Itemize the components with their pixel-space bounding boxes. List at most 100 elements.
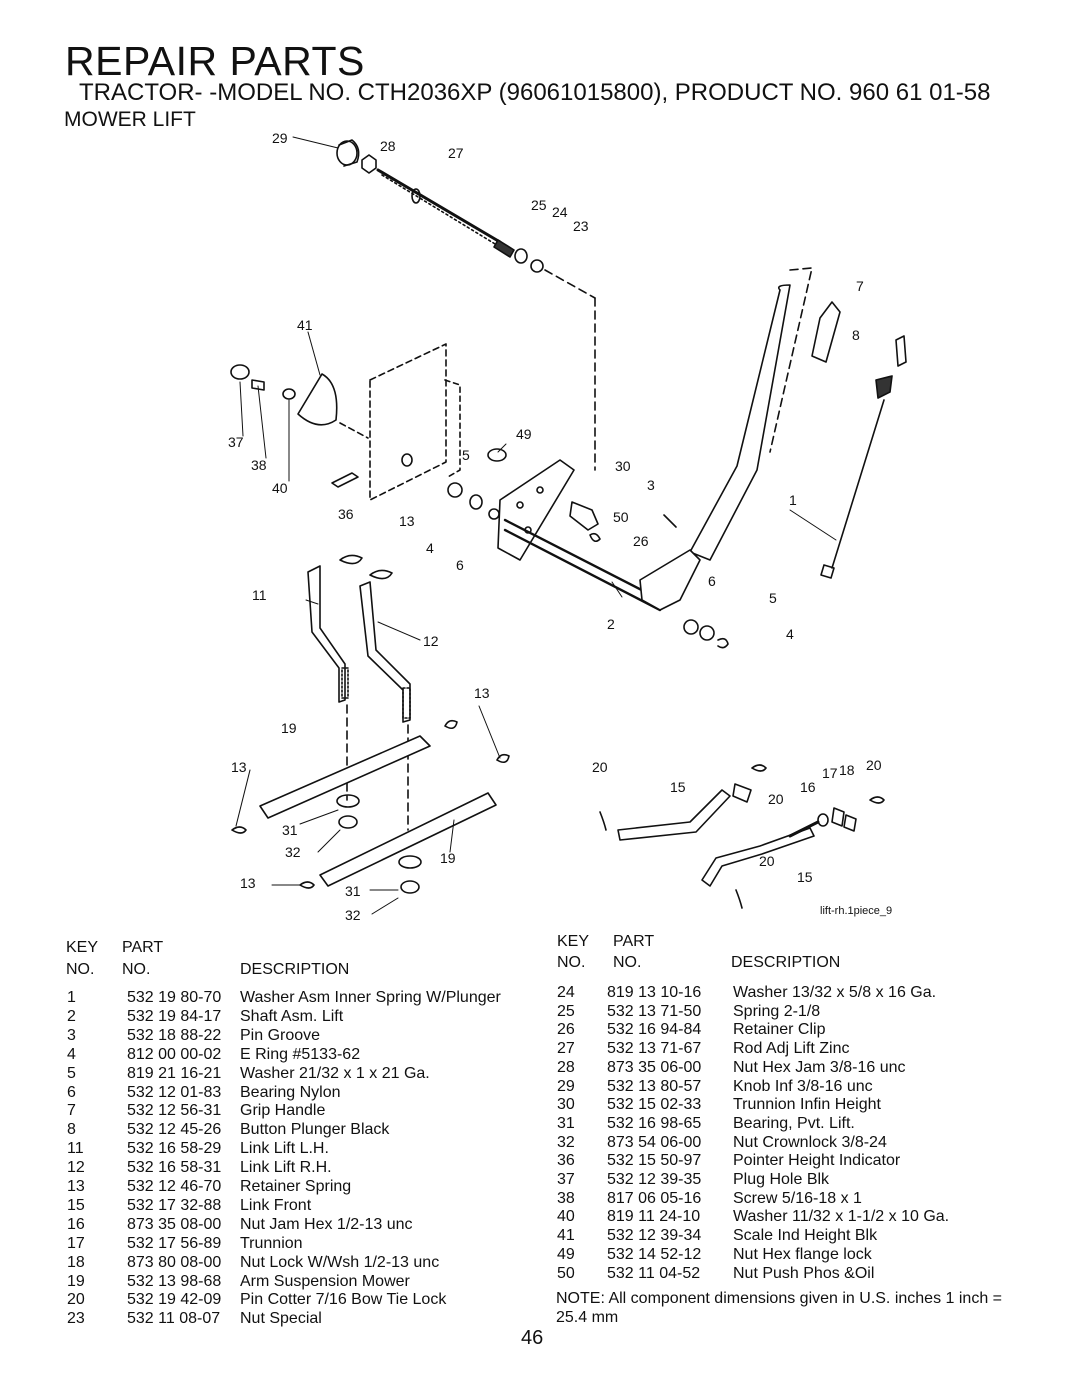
col-header-no: NO. [557, 954, 586, 971]
callout: 5 [462, 447, 470, 463]
part-number: 532 13 80-57 [607, 1077, 702, 1095]
callout: 13 [231, 759, 247, 775]
callout: 20 [592, 759, 608, 775]
part-number: 532 11 08-07 [127, 1310, 221, 1328]
key-number: 23 [67, 1310, 85, 1328]
callout: 28 [380, 138, 396, 154]
part-description: Arm Suspension Mower [240, 1272, 410, 1290]
part-number: 532 15 50-97 [607, 1152, 702, 1170]
callout: 49 [516, 426, 532, 442]
part-description: Plug Hole Blk [733, 1171, 830, 1188]
callout: 7 [856, 278, 864, 294]
part-number: 532 16 58-31 [127, 1159, 222, 1177]
part-description: Bearing, Pvt. Lift. [733, 1114, 855, 1132]
col-header-key: KEY [66, 939, 99, 956]
part-number: 873 35 08-00 [127, 1215, 222, 1233]
adjust-rod-drawing [336, 139, 596, 471]
part-description: Trunnion [240, 1234, 303, 1252]
callout: 13 [474, 685, 490, 701]
part-number: 873 80 08-00 [127, 1253, 222, 1271]
part-description: Nut Hex flange lock [733, 1245, 872, 1263]
part-number: 532 12 39-35 [607, 1171, 702, 1188]
key-number: 5 [67, 1064, 76, 1082]
key-number: 36 [557, 1152, 575, 1170]
part-description: Link Lift R.H. [240, 1159, 332, 1177]
part-description: Washer 13/32 x 5/8 x 16 Ga. [733, 984, 937, 1001]
part-number: 532 12 39-34 [607, 1227, 702, 1245]
key-number: 50 [557, 1264, 575, 1282]
key-number: 16 [67, 1215, 85, 1233]
col-header-description: DESCRIPTION [240, 961, 350, 978]
callout: 25 [531, 197, 547, 213]
key-number: 40 [557, 1208, 575, 1226]
part-description: Washer Asm Inner Spring W/Plunger [240, 989, 501, 1006]
part-number: 532 16 58-29 [127, 1140, 222, 1158]
callout: 12 [423, 633, 439, 649]
key-number: 27 [557, 1040, 575, 1058]
col-header-no: NO. [122, 961, 151, 978]
key-number: 7 [67, 1102, 76, 1120]
key-number: 17 [67, 1234, 85, 1252]
key-number: 6 [67, 1083, 76, 1101]
col-header-no: NO. [66, 961, 95, 978]
part-number: 532 19 80-70 [127, 989, 222, 1006]
key-number: 26 [557, 1021, 575, 1039]
callout: 23 [573, 218, 589, 234]
callout: 8 [852, 327, 860, 343]
part-number: 532 16 98-65 [607, 1114, 702, 1132]
callout: 20 [759, 853, 775, 869]
callout: 3 [647, 477, 655, 493]
part-description: Knob Inf 3/8-16 unc [733, 1077, 873, 1095]
part-number: 873 35 06-00 [607, 1058, 702, 1076]
part-description: Nut Hex Jam 3/8-16 unc [733, 1058, 906, 1076]
part-number: 532 12 46-70 [127, 1178, 222, 1195]
callout: 18 [839, 762, 855, 778]
key-number: 41 [557, 1227, 575, 1245]
key-number: 29 [557, 1077, 575, 1095]
callout: 32 [285, 844, 301, 860]
part-description: Nut Jam Hex 1/2-13 unc [240, 1215, 413, 1233]
callout: 15 [670, 779, 686, 795]
key-number: 8 [67, 1121, 76, 1139]
callout: 11 [252, 587, 267, 603]
part-description: Rod Adj Lift Zinc [733, 1040, 850, 1058]
part-description: Screw 5/16-18 x 1 [733, 1189, 862, 1207]
key-number: 2 [67, 1007, 76, 1025]
callout: 4 [426, 540, 434, 556]
part-number: 532 12 56-31 [127, 1102, 222, 1120]
part-description: Pointer Height Indicator [733, 1152, 901, 1170]
callout: 6 [708, 573, 716, 589]
part-number: 532 13 71-67 [607, 1040, 702, 1058]
key-number: 49 [557, 1245, 575, 1263]
page-title: REPAIR PARTS [65, 38, 365, 84]
section-title: MOWER LIFT [64, 108, 196, 131]
part-number: 532 13 98-68 [127, 1272, 222, 1290]
part-description: Spring 2-1/8 [733, 1002, 821, 1020]
suspension-arms-drawing [231, 719, 510, 894]
part-number: 812 00 00-02 [127, 1045, 222, 1063]
key-number: 18 [67, 1253, 85, 1271]
callout-labels: 29 28 27 25 24 23 7 8 41 37 38 40 49 5 3… [228, 130, 892, 923]
key-number: 13 [67, 1178, 85, 1195]
callout: 37 [228, 434, 244, 450]
part-description: Retainer Spring [240, 1178, 352, 1195]
model-subtitle: TRACTOR- -MODEL NO. CTH2036XP (960610158… [79, 79, 991, 106]
col-header-key: KEY [557, 933, 590, 950]
callout: 15 [797, 869, 813, 885]
col-header-no: NO. [613, 954, 642, 971]
callout: 26 [633, 533, 649, 549]
callout: 50 [613, 509, 629, 525]
key-number: 12 [67, 1159, 85, 1177]
key-number: 24 [557, 984, 575, 1001]
callout: 41 [297, 317, 313, 333]
col-header-part: PART [122, 939, 164, 956]
callout: 38 [251, 457, 267, 473]
part-number: 532 17 32-88 [127, 1196, 222, 1214]
key-number: 19 [67, 1272, 85, 1290]
key-number: 3 [67, 1026, 76, 1044]
callout: 6 [456, 557, 464, 573]
part-description: Grip Handle [240, 1102, 326, 1120]
key-number: 11 [67, 1140, 84, 1158]
part-number: 532 18 88-22 [127, 1026, 222, 1044]
part-description: Link Front [240, 1196, 312, 1214]
